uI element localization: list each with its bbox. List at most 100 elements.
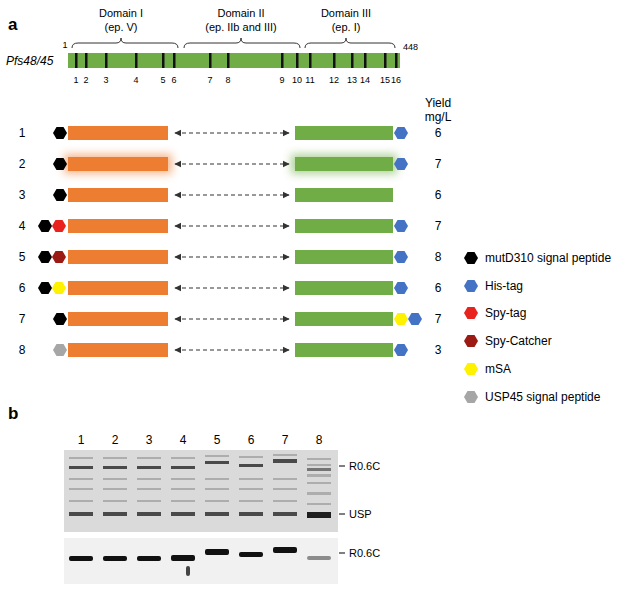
site-number: 10 (292, 76, 302, 85)
domain-box (68, 281, 168, 295)
legend-swatch-frame (463, 279, 479, 293)
band (171, 457, 195, 459)
band (205, 461, 229, 464)
band (137, 478, 161, 480)
marker-tick (339, 466, 345, 467)
dashed-arrow (175, 132, 289, 133)
band (137, 556, 161, 561)
band (273, 500, 297, 502)
band (69, 466, 93, 469)
band (239, 500, 263, 502)
his-tag (394, 127, 408, 139)
domain-box (68, 343, 168, 357)
legend-swatch (464, 335, 478, 347)
his-tag (394, 251, 408, 263)
band (171, 488, 195, 490)
row-number: 6 (19, 282, 26, 294)
legend-swatch-frame (463, 306, 479, 320)
row-number: 4 (19, 220, 26, 232)
gel-main-bands (69, 459, 331, 518)
tick (85, 53, 88, 68)
lane-number: 7 (282, 434, 289, 446)
domain-box (295, 250, 393, 264)
glow (291, 154, 397, 174)
domain-box (68, 157, 168, 171)
band (307, 503, 331, 505)
band (205, 478, 229, 480)
band (69, 478, 93, 480)
epitope-note: (ep. I) (332, 22, 361, 33)
band (307, 474, 331, 477)
domain-name: Domain III (321, 8, 371, 19)
site-number: 2 (83, 76, 88, 85)
legend-swatch-frame (463, 390, 479, 404)
row-number: 7 (19, 313, 26, 325)
usp45-signal-peptide (53, 344, 67, 356)
domain-box (68, 126, 168, 140)
band-label: USP (349, 509, 372, 520)
his-tag (394, 282, 408, 294)
band (103, 466, 127, 469)
band (205, 488, 229, 490)
row-number: 8 (19, 344, 26, 356)
band (239, 464, 263, 467)
site-number: 11 (305, 76, 314, 85)
row-number: 2 (19, 158, 26, 170)
lane-number: 8 (316, 434, 323, 446)
construct-row (38, 219, 408, 233)
residue-number: 448 (403, 43, 418, 52)
band (307, 458, 331, 460)
domain-box (68, 219, 168, 233)
band (137, 457, 161, 459)
his-tag (394, 220, 408, 232)
yield-value: 7 (435, 158, 442, 170)
band (205, 455, 229, 457)
dashed-arrow (175, 318, 289, 319)
band (171, 512, 195, 516)
domain-box (295, 219, 393, 233)
band (239, 488, 263, 490)
glow (64, 154, 172, 174)
legend-text: USP45 signal peptide (485, 391, 600, 403)
band (171, 555, 195, 561)
gel-faint-bands (69, 454, 331, 505)
band-label: R0.6C (349, 461, 380, 472)
domain-name: Domain II (217, 8, 264, 19)
domain-box (295, 126, 393, 140)
band (171, 500, 195, 502)
tick (296, 53, 299, 68)
his-tag (394, 344, 408, 356)
site-number: 6 (171, 76, 176, 85)
domain-box (295, 188, 393, 202)
band (205, 500, 229, 502)
tick (281, 53, 284, 68)
domain-box (295, 312, 393, 326)
signal-peptide (53, 158, 67, 170)
band (239, 456, 263, 458)
dashed-arrow (175, 194, 289, 195)
construct-row (53, 154, 408, 174)
site-number: 9 (279, 76, 284, 85)
gel-image (64, 450, 338, 532)
panel-letter: b (8, 405, 18, 422)
legend-item: mSA (463, 362, 511, 376)
band (273, 512, 297, 516)
spy-catcher (52, 251, 66, 263)
band (103, 457, 127, 459)
signal-peptide (53, 313, 67, 325)
signal-peptide (53, 127, 67, 139)
tick (209, 53, 212, 68)
band-label: R0.6C (349, 548, 380, 559)
smear (186, 566, 190, 576)
domain-name: Domain I (99, 8, 143, 19)
lane-number: 6 (248, 434, 255, 446)
site-number: 13 (347, 76, 357, 85)
cysteine-ticks (75, 53, 398, 68)
legend-swatch-frame (463, 251, 479, 265)
column-unit: mg/L (425, 111, 452, 123)
tick (384, 53, 387, 68)
band (137, 466, 161, 469)
band (69, 556, 93, 561)
tick (227, 53, 230, 68)
